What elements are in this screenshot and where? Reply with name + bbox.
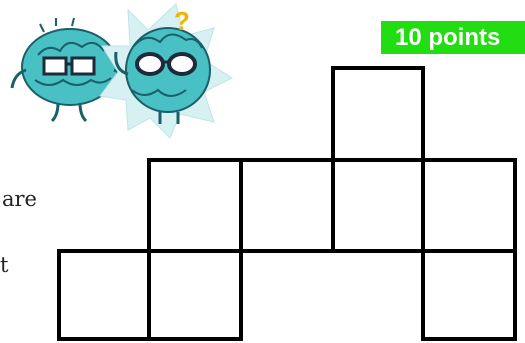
grid-square	[333, 160, 423, 251]
grid-square	[423, 251, 515, 339]
grid-square	[149, 160, 241, 251]
grid-square	[423, 160, 515, 251]
grid-square	[241, 160, 333, 251]
grid-square	[333, 68, 423, 160]
grid-square	[59, 251, 149, 339]
grid-square	[149, 251, 241, 339]
